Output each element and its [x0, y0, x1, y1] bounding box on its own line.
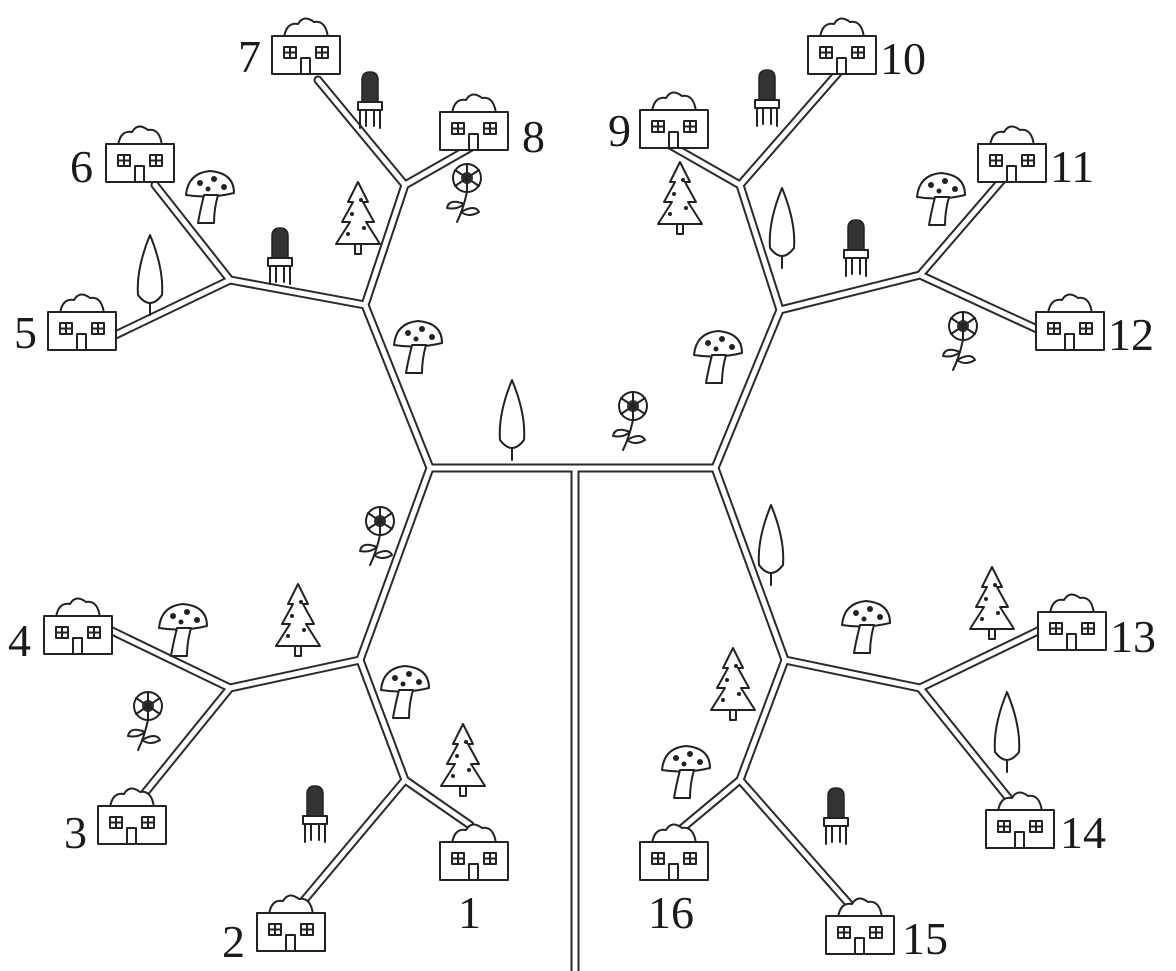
mushroom-icon [159, 604, 207, 656]
house-icon [986, 792, 1054, 848]
house-label: 8 [522, 111, 545, 162]
pine-tree-icon [658, 162, 702, 234]
house-label: 2 [222, 916, 245, 967]
house-10: 10 [808, 18, 926, 84]
house-icon [44, 598, 112, 654]
flower-icon [613, 392, 647, 450]
pine-tree-icon [276, 584, 320, 656]
pine-tree-icon [441, 724, 485, 796]
mushroom-icon [662, 746, 710, 798]
house-12: 12 [1036, 294, 1154, 360]
flower-icon [447, 164, 481, 222]
chair-icon [755, 70, 779, 126]
house-6: 6 [70, 126, 174, 192]
house-13: 13 [1038, 594, 1156, 662]
houses: 1 2 3 4 5 6 7 8 [8, 18, 1156, 967]
house-7: 7 [238, 18, 340, 82]
mushroom-icon [381, 666, 429, 718]
chair-icon [303, 786, 327, 842]
house-icon [1036, 294, 1104, 350]
house-label: 7 [238, 31, 261, 82]
house-label: 11 [1050, 141, 1094, 192]
flower-icon [360, 507, 394, 565]
chair-icon [268, 228, 292, 284]
house-11: 11 [978, 126, 1094, 192]
cypress-icon [759, 505, 784, 585]
house-icon [1038, 594, 1106, 650]
house-label: 12 [1108, 309, 1154, 360]
house-1: 1 [440, 824, 508, 938]
house-label: 14 [1060, 807, 1106, 858]
flower-icon [128, 692, 162, 750]
house-icon [640, 92, 708, 148]
house-label: 10 [880, 33, 926, 84]
house-icon [640, 824, 708, 880]
house-icon [826, 898, 894, 954]
pine-tree-icon [336, 182, 380, 254]
chair-icon [358, 72, 382, 128]
chair-icon [844, 220, 868, 276]
house-label: 16 [648, 887, 694, 938]
house-label: 5 [14, 307, 37, 358]
cypress-icon [500, 380, 525, 460]
house-icon [106, 126, 174, 182]
house-icon [978, 126, 1046, 182]
house-label: 4 [8, 615, 31, 666]
roads [105, 65, 1050, 971]
house-label: 3 [64, 807, 87, 858]
house-4: 4 [8, 598, 112, 666]
mushroom-icon [186, 171, 234, 223]
house-label: 13 [1110, 611, 1156, 662]
house-icon [440, 94, 508, 150]
mushroom-icon [394, 321, 442, 373]
house-icon [48, 294, 116, 350]
cypress-icon [138, 235, 163, 315]
mushroom-icon [694, 331, 742, 383]
house-2: 2 [222, 895, 325, 967]
house-14: 14 [986, 792, 1106, 858]
mushroom-icon [842, 601, 890, 653]
house-icon [98, 788, 166, 844]
house-16: 16 [640, 824, 708, 938]
house-5: 5 [14, 294, 116, 358]
chair-icon [824, 788, 848, 844]
house-9: 9 [608, 92, 708, 156]
cypress-icon [995, 692, 1020, 772]
house-icon [440, 824, 508, 880]
house-label: 15 [902, 913, 948, 964]
cypress-icon [770, 188, 795, 268]
house-3: 3 [64, 788, 166, 858]
pine-tree-icon [711, 648, 755, 720]
house-label: 1 [458, 887, 481, 938]
house-label: 9 [608, 105, 631, 156]
house-icon [257, 895, 325, 951]
mushroom-icon [917, 173, 965, 225]
flower-icon [943, 312, 977, 370]
house-label: 6 [70, 141, 93, 192]
pine-tree-icon [970, 567, 1014, 639]
house-15: 15 [826, 898, 948, 964]
house-icon [808, 18, 876, 74]
house-icon [272, 18, 340, 74]
